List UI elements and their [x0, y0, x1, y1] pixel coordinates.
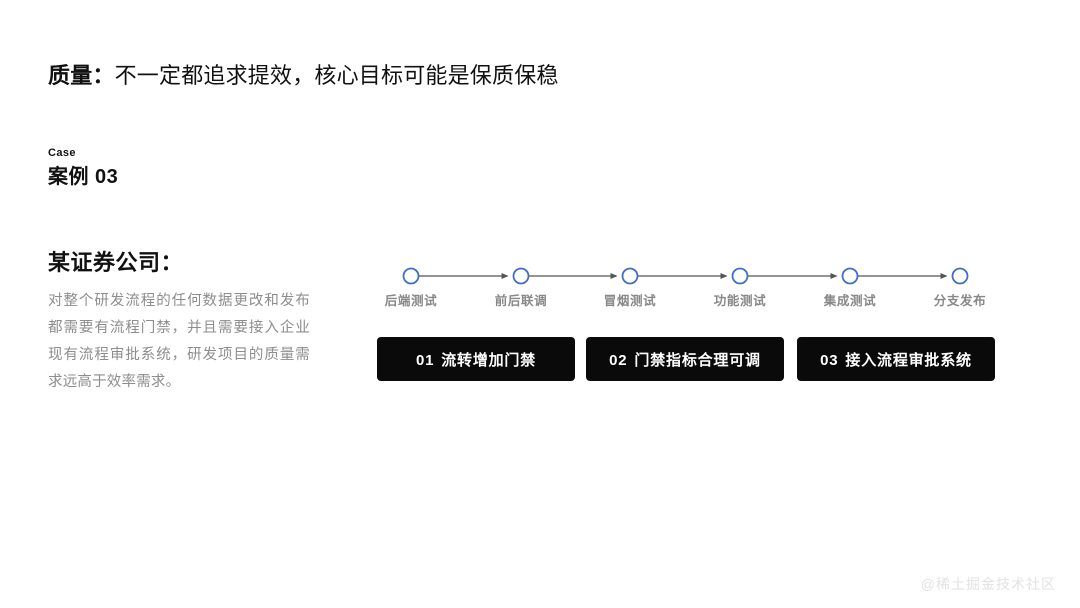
- timeline-step-label: 冒烟测试: [603, 294, 657, 308]
- timeline-node[interactable]: [951, 267, 969, 285]
- highlight-card[interactable]: 01 流转增加门禁: [377, 337, 575, 381]
- timeline-node[interactable]: [512, 267, 530, 285]
- timeline-node[interactable]: [841, 267, 859, 285]
- left-column: 某证券公司： 对整个研发流程的任何数据更改和发布都需要有流程门禁，并且需要接入企…: [48, 248, 310, 396]
- highlight-card-number: 01: [415, 351, 435, 369]
- highlight-card-row: 01 流转增加门禁 02 门禁指标合理可调 03 接入流程审批系统: [377, 337, 995, 381]
- timeline-step-label: 分支发布: [933, 294, 987, 308]
- highlight-card-text: 01 流转增加门禁: [416, 349, 536, 370]
- case-title: 案例 03: [48, 166, 119, 188]
- timeline-track-svg: [402, 267, 969, 285]
- highlight-card-label: 流转增加门禁: [436, 351, 537, 369]
- case-block: Case 案例 03: [48, 146, 118, 191]
- highlight-card[interactable]: 03 接入流程审批系统: [797, 337, 995, 381]
- watermark: @稀土掘金技术社区: [920, 576, 1056, 592]
- highlight-card[interactable]: 02 门禁指标合理可调: [586, 337, 784, 381]
- timeline-node[interactable]: [402, 267, 420, 285]
- highlight-card-number: 02: [609, 351, 628, 369]
- case-label: Case: [48, 147, 76, 159]
- timeline-node[interactable]: [731, 267, 749, 285]
- timeline-step-labels: 后端测试 前后联调 冒烟测试 功能测试 集成测试 分支发布: [385, 290, 986, 314]
- timeline-step-label: 功能测试: [713, 294, 767, 308]
- timeline-nodes: [402, 267, 969, 285]
- highlight-card-number: 03: [820, 351, 839, 369]
- highlight-card-text: 02 门禁指标合理可调: [609, 349, 761, 370]
- timeline-step-label: 集成测试: [823, 294, 877, 308]
- timeline-node[interactable]: [621, 267, 639, 285]
- timeline-step-label: 前后联调: [494, 294, 548, 308]
- headline-keyword: 质量：: [48, 63, 115, 88]
- headline-body: 不一定都追求提效，核心目标可能是保质保稳: [114, 63, 559, 88]
- company-description: 对整个研发流程的任何数据更改和发布都需要有流程门禁，并且需要接入企业现有流程审批…: [48, 293, 310, 390]
- highlight-card-label: 门禁指标合理可调: [629, 351, 761, 369]
- highlight-card-text: 03 接入流程审批系统: [820, 349, 972, 370]
- company-title: 某证券公司：: [48, 250, 184, 275]
- highlight-card-label: 接入流程审批系统: [840, 351, 972, 369]
- timeline-step-label: 后端测试: [384, 294, 438, 308]
- process-timeline: 后端测试 前后联调 冒烟测试 功能测试 集成测试 分支发布: [385, 262, 986, 320]
- page-headline: 质量：不一定都追求提效，核心目标可能是保质保稳: [48, 60, 559, 92]
